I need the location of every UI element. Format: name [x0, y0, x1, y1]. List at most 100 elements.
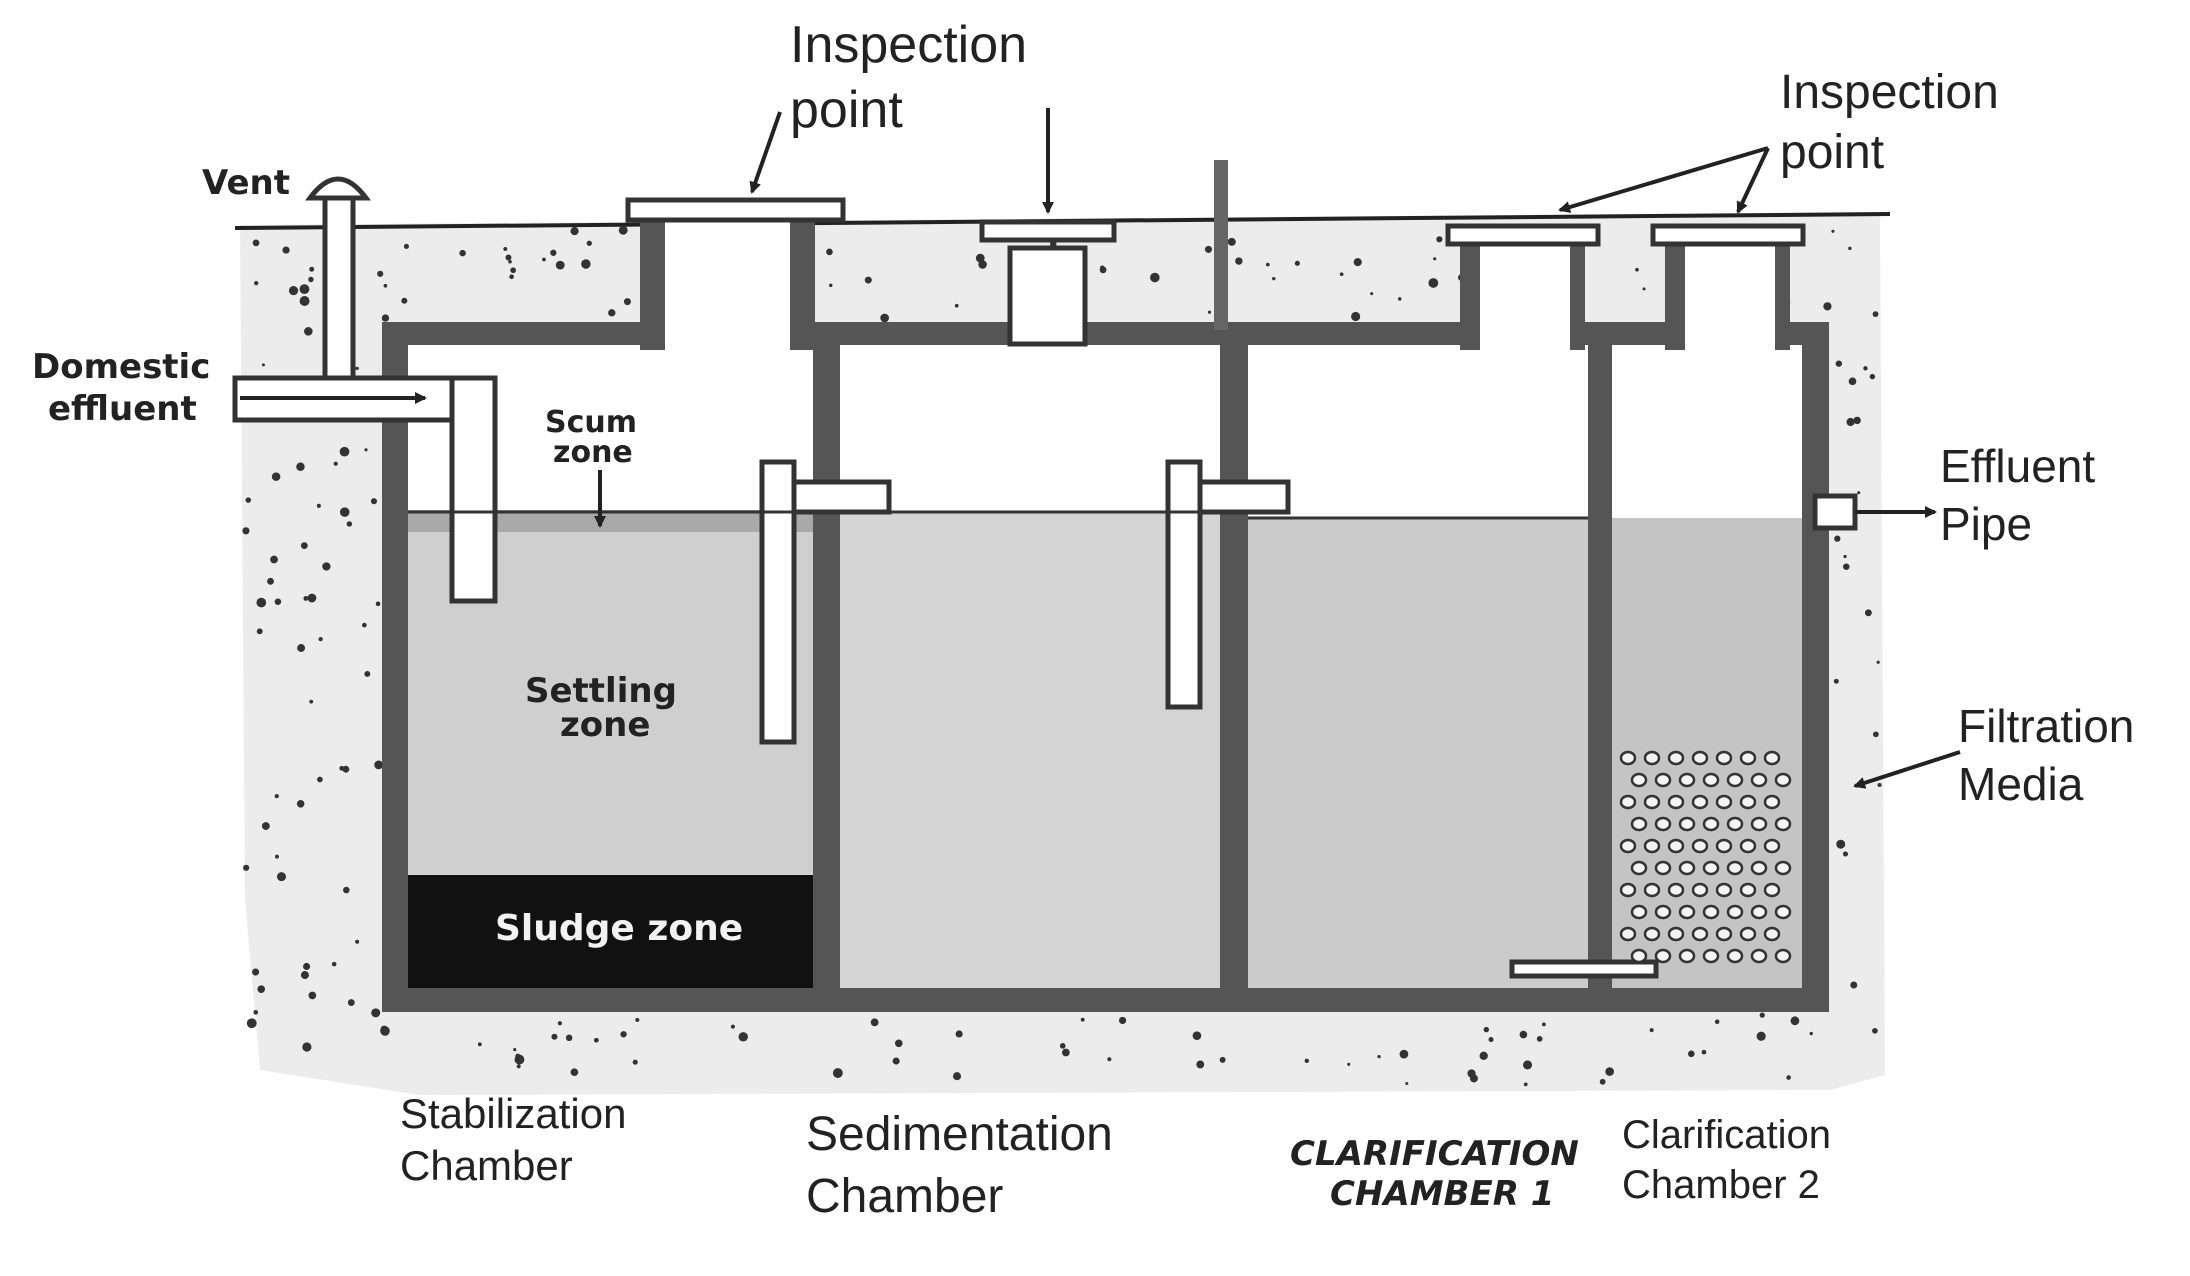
soil-speck [1836, 839, 1846, 849]
soil-speck [826, 248, 833, 256]
soil-speck [593, 1037, 599, 1043]
soil-speck [1869, 373, 1876, 380]
pebble [1654, 860, 1672, 876]
soil-speck [243, 864, 250, 871]
soil-speck [242, 527, 250, 535]
pebble [1750, 904, 1768, 920]
soil-speck [503, 246, 508, 251]
soil-speck [1339, 272, 1344, 277]
soil-speck [383, 283, 388, 288]
soil-speck [1061, 1048, 1070, 1057]
soil-speck [1876, 660, 1880, 664]
pebble [1763, 750, 1781, 766]
soil-speck [299, 284, 310, 295]
soil-speck [550, 249, 557, 256]
pebble [1750, 948, 1768, 964]
soil-speck [322, 562, 331, 571]
filtration-media-arrow [1853, 750, 1961, 789]
soil-speck [339, 765, 345, 771]
inspection-point-left-label-2: point [790, 81, 903, 139]
pebble [1667, 794, 1685, 810]
soil-speck [261, 363, 265, 367]
soil-speck [1834, 535, 1841, 542]
inlet-pipe [232, 375, 498, 604]
soil-speck [505, 254, 512, 261]
soil-speck [304, 327, 313, 336]
divider-walls [813, 322, 1612, 1012]
soil-speck [832, 1068, 843, 1078]
pebble [1774, 948, 1792, 964]
pebble [1678, 948, 1696, 964]
pebble [1715, 750, 1733, 766]
filtration-media-label-1: Filtration [1958, 700, 2134, 752]
soil-speck [459, 249, 466, 257]
pebble [1654, 904, 1672, 920]
inspection-left-arrow [749, 111, 782, 194]
clarification-chamber-2-label-1: Clarification [1622, 1113, 1831, 1157]
soil-speck [870, 1018, 879, 1027]
pebble [1774, 904, 1792, 920]
pebble [1667, 838, 1685, 854]
arrows [240, 108, 1961, 789]
pebble [1643, 794, 1661, 810]
scum-layer [408, 510, 813, 532]
domestic-effluent-label-1: Domestic [32, 347, 210, 387]
soil-speck [1519, 1030, 1528, 1039]
pebble [1774, 860, 1792, 876]
soil-speck [1635, 267, 1639, 272]
soil-speck [1872, 1027, 1878, 1034]
pebble [1774, 772, 1792, 788]
vent-pipe [305, 176, 371, 398]
stabilization-chamber-label-1: Stabilization [400, 1090, 626, 1137]
soil-speck [1853, 416, 1861, 425]
soil-speck [1536, 1036, 1543, 1042]
soil-speck [253, 1009, 259, 1015]
soil-speck [274, 794, 279, 799]
soil-speck [362, 622, 367, 628]
pebble [1702, 948, 1720, 964]
pebble [1763, 882, 1781, 898]
soil-speck [623, 298, 631, 306]
soil-speck [309, 266, 315, 272]
pebble [1739, 794, 1757, 810]
pebble [1678, 772, 1696, 788]
filtration-media-label-2: Media [1958, 758, 2084, 810]
soil-speck [955, 1030, 963, 1038]
pebble [1619, 882, 1637, 898]
soil-speck [308, 276, 314, 283]
settling-zone-label-2: zone [560, 705, 650, 745]
soil-speck [952, 1072, 962, 1081]
pebble [1643, 926, 1661, 942]
pebble [1702, 904, 1720, 920]
soil-speck [317, 776, 323, 783]
pebble [1630, 904, 1648, 920]
soil-speck [1433, 257, 1437, 261]
soil-speck [1759, 1012, 1765, 1018]
soil-speck [364, 448, 368, 452]
soil-speck [570, 227, 579, 236]
soil-speck [1370, 292, 1374, 296]
pebble [1763, 838, 1781, 854]
soil-speck [1714, 1019, 1720, 1025]
soil-speck [1272, 276, 1276, 281]
filtration-media-pebbles [1619, 750, 1792, 964]
soil-speck [1850, 981, 1858, 989]
soil-speck [254, 280, 259, 286]
soil-speck [892, 1057, 900, 1065]
soil-speck [1701, 1049, 1707, 1055]
soil-speck [565, 1034, 573, 1042]
pebble [1691, 882, 1709, 898]
soil-speck [1304, 1058, 1309, 1064]
soil-speck [542, 257, 546, 262]
soil-speck [1786, 1075, 1791, 1080]
pebble [1702, 772, 1720, 788]
soil-speck [347, 999, 355, 1006]
effluent-outlet-pipe [1812, 493, 1858, 531]
pebble [1678, 816, 1696, 832]
pebble [1702, 860, 1720, 876]
soil-speck [1397, 297, 1402, 301]
pebble [1643, 882, 1661, 898]
soil-speck [300, 971, 309, 980]
soil-speck [510, 267, 516, 274]
soil-speck [954, 303, 959, 308]
